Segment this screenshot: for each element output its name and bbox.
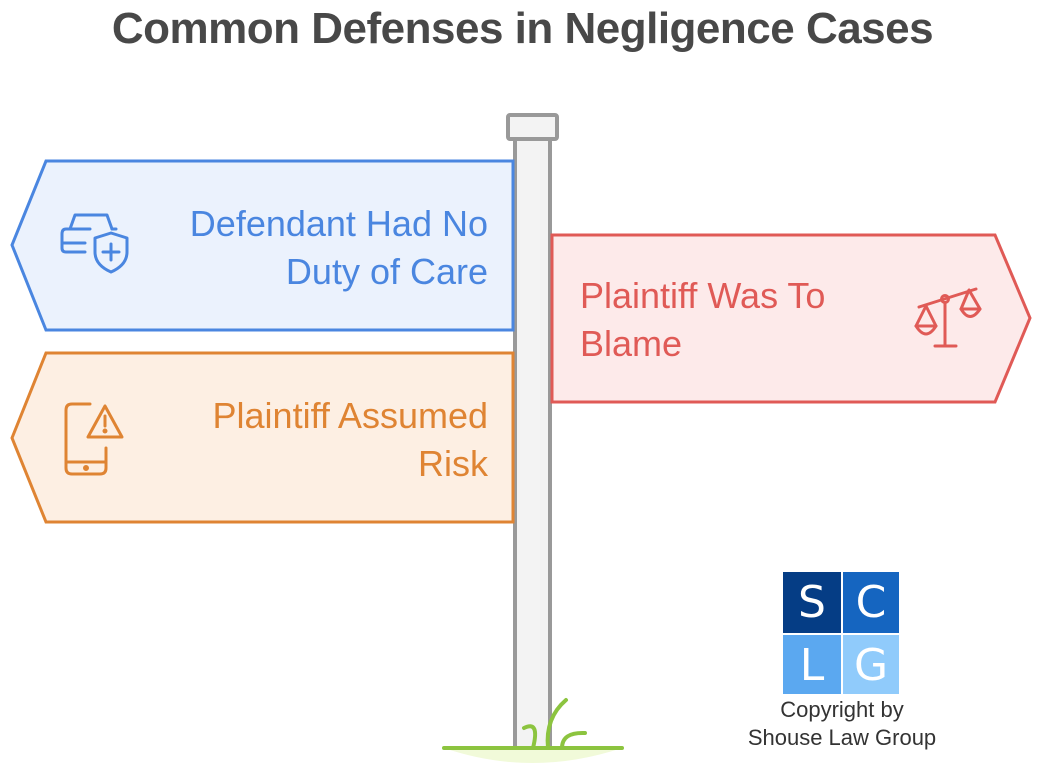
signpost-pole [513,135,552,750]
logo-cell-l: L [783,633,841,694]
sign-label-line1: Plaintiff Was To [580,275,826,316]
signpost-cap [506,113,559,141]
logo-cell-g: G [841,633,899,694]
logo-cell-c: C [841,572,899,633]
sign-label-line1: Defendant Had No [189,203,488,244]
sign-label-line1: Plaintiff Assumed [212,395,488,436]
sign-orange-shape [10,351,515,524]
sign-label-line2: Risk [418,443,488,484]
scales-icon [914,287,982,348]
phone-warning-icon [64,402,124,476]
car-shield-plus-icon [60,213,129,274]
sign-label-line2: Blame [580,323,683,364]
ground-mound [444,748,622,763]
grass-icon [442,698,624,750]
sclg-logo: S C L G [783,572,899,694]
copyright-line2: Shouse Law Group [747,725,937,750]
logo-cell-s: S [783,572,841,633]
sign-blue-shape [10,159,515,332]
sign-plaintiff-to-blame: Plaintiff Was To Blame [580,272,900,368]
sign-red-shape [550,233,1032,404]
copyright-notice: Copyright by Shouse Law Group [720,696,964,752]
sign-label-line2: Duty of Care [285,251,488,292]
page-title: Common Defenses in Negligence Cases [111,4,934,53]
copyright-line1: Copyright by [780,697,904,722]
sign-defendant-no-duty: Defendant Had No Duty of Care [140,200,488,296]
sign-plaintiff-assumed-risk: Plaintiff Assumed Risk [140,392,488,488]
